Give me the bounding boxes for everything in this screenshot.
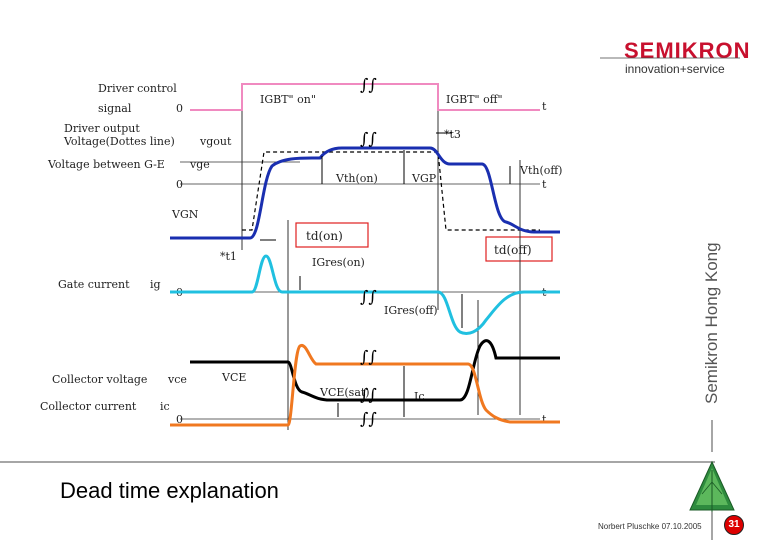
dead-time-timing-diagram: Driver control signal Driver output Volt… (40, 75, 562, 430)
td-on-label: td(on) (306, 229, 343, 243)
measurement-arrows (260, 132, 511, 417)
label-voltage-ge: Voltage between G-E (47, 158, 165, 171)
break-marks: ∫∫ ∫∫ ∫∫ ∫∫ ∫∫ ∫∫ (360, 75, 377, 428)
driver-control-signal-trace (190, 83, 540, 111)
svg-text:∫∫: ∫∫ (360, 385, 377, 404)
driver-output-dotted-trace (242, 151, 540, 231)
label-driver-control: Driver control (98, 82, 177, 95)
annotation-ic-level: Ic (414, 390, 425, 403)
annotation-vce-level: VCE (221, 371, 246, 384)
label-gate-current: Gate current (58, 278, 130, 291)
brand-tagline: innovation+service (625, 62, 725, 76)
slide-title: Dead time explanation (60, 478, 279, 503)
zero-marker-signal: 0 (176, 102, 183, 115)
td-off-box (485, 236, 553, 262)
annotation-vth-on: Vth(on) (335, 172, 378, 185)
t-marker-signal: t (542, 100, 547, 113)
label-vce: vce (167, 373, 187, 386)
t-marker-ic: t (542, 413, 547, 426)
label-ig: ig (150, 278, 161, 291)
semikron-logo: SEMIKRON (624, 38, 751, 78)
label-vge: vge (189, 158, 210, 171)
svg-text:∫∫: ∫∫ (360, 347, 377, 366)
gate-current-trace (170, 254, 560, 335)
zero-marker-vge: 0 (176, 178, 183, 191)
vertical-company-label: Semikron Hong Kong (702, 242, 721, 404)
svg-text:∫∫: ∫∫ (360, 75, 377, 94)
annotation-igres-off: IGres(off) (384, 304, 438, 317)
gate-voltage-trace (170, 146, 560, 240)
slide-footer-author-date: Norbert Pluschke 07.10.2005 (598, 522, 702, 531)
t-marker-vge: t (542, 178, 547, 191)
annotation-t1: *t1 (220, 250, 237, 263)
brand-name: SEMIKRON (624, 38, 751, 63)
label-voltage-dotted: Voltage(Dottes line) (63, 135, 175, 148)
label-driver-output: Driver output (64, 122, 140, 135)
leaf-tree-icon (689, 460, 735, 540)
svg-text:∫∫: ∫∫ (360, 129, 377, 148)
svg-text:∫∫: ∫∫ (360, 287, 377, 306)
annotation-vgn: VGN (171, 208, 199, 221)
collector-current-trace (170, 343, 560, 427)
label-collector-current: Collector current (40, 400, 137, 413)
label-collector-voltage: Collector voltage (52, 373, 147, 386)
time-reference-lines (241, 85, 521, 430)
annotation-igbt-on: IGBT" on" (260, 93, 316, 106)
label-ic: ic (160, 400, 170, 413)
collector-voltage-trace (190, 339, 560, 402)
td-on-box (295, 222, 369, 248)
annotation-igbt-off: IGBT" off" (446, 93, 503, 106)
td-off-label: td(off) (494, 243, 532, 257)
label-signal: signal (98, 102, 132, 115)
page-number-badge: 31 (724, 515, 744, 535)
annotation-t3: *t3 (444, 128, 461, 141)
annotation-vth-off: Vth(off) (519, 164, 562, 177)
annotation-vgp: VGP (411, 172, 437, 185)
annotation-igres-on: IGres(on) (312, 256, 365, 269)
label-vgout: vgout (199, 135, 232, 148)
annotation-vce-sat: VCE(sat) (319, 386, 370, 399)
svg-text:∫∫: ∫∫ (360, 409, 377, 428)
zero-marker-ic: 0 (176, 413, 183, 426)
